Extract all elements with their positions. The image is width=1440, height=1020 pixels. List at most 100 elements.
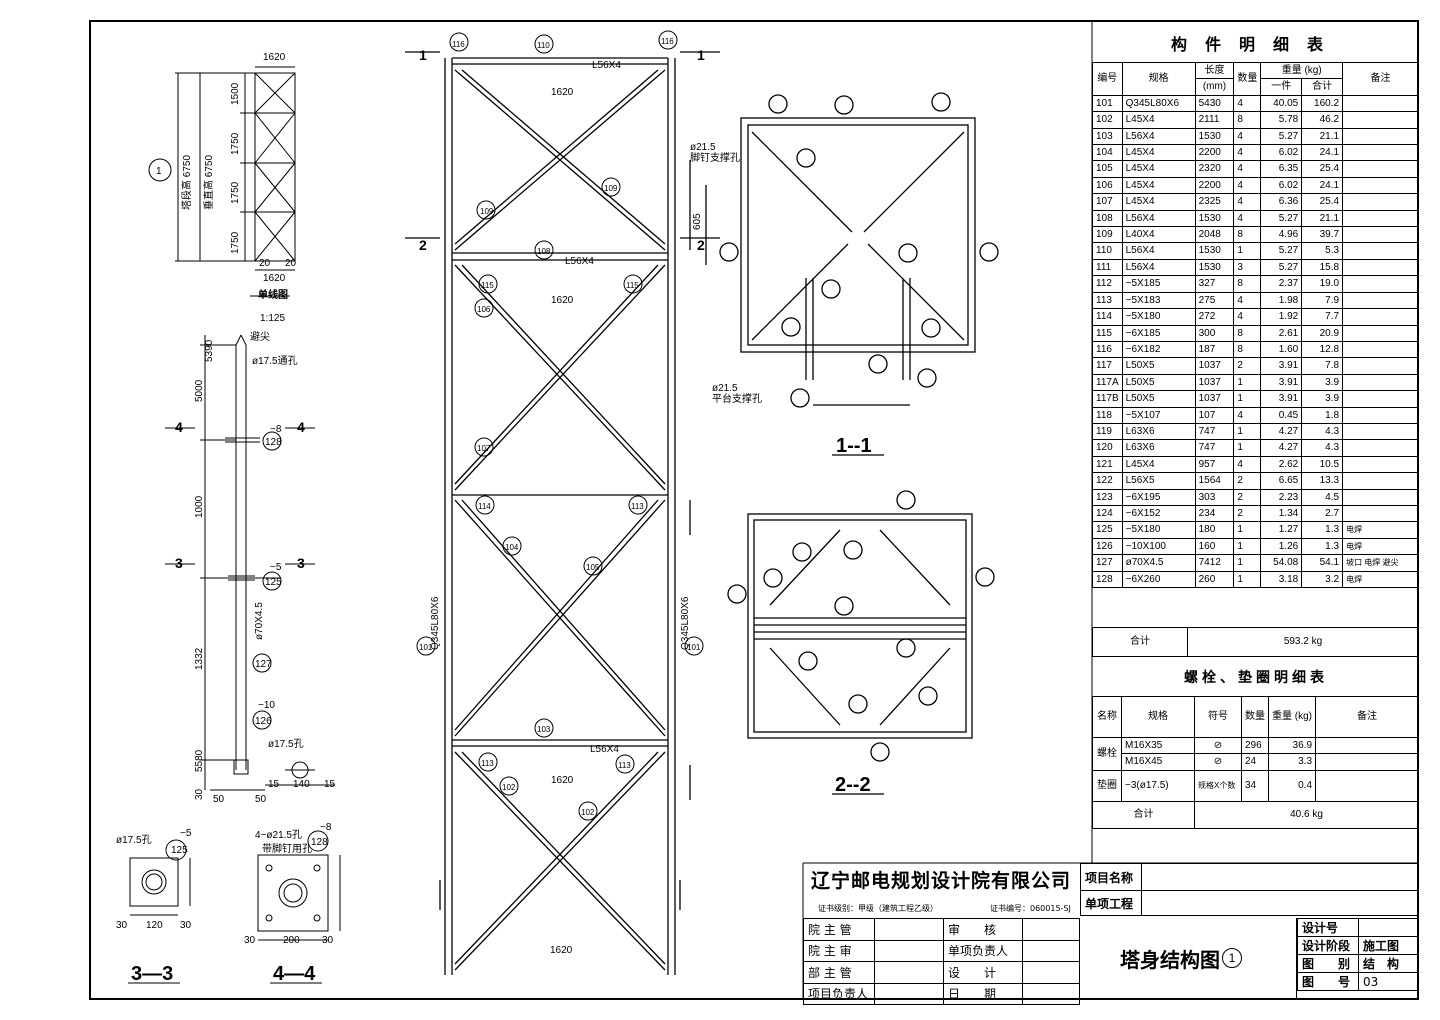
cell-weight-each: 5.27: [1260, 209, 1303, 228]
sl-width-top: 1620: [263, 52, 286, 63]
cell-length: 957: [1194, 455, 1235, 474]
pole-bottom-dim-5: 15: [324, 779, 336, 790]
cell-length: 5430: [1194, 94, 1235, 113]
section-4-4: [257, 830, 341, 984]
cell-spec: L56X5: [1121, 472, 1196, 490]
meta-drawing-no-label: 图 号: [1297, 972, 1359, 991]
cell-weight-each: 3.18: [1260, 570, 1303, 589]
sl-seg-2: 1750: [230, 132, 241, 155]
col-weight-total: 合计: [1301, 78, 1344, 96]
cell-length: 1530: [1194, 258, 1235, 277]
cell-length: 1037: [1194, 373, 1235, 392]
washer-row-weight: 0.4: [1267, 769, 1317, 802]
cell-no: 123: [1092, 488, 1123, 506]
cell-weight-each: 5.78: [1260, 111, 1303, 129]
cell-no: 127: [1092, 554, 1123, 572]
bolts-total-label: 合计: [1092, 800, 1195, 829]
elev-part-112: 113: [481, 759, 494, 768]
signature-block: 院 主 管审 核 院 主 审单项负责人 部 主 管设 计 项目负责人日 期: [803, 918, 1080, 1005]
cell-qty: 2: [1233, 488, 1262, 506]
col-spec: 规格: [1121, 62, 1196, 96]
role-mid-4: 日 期: [943, 982, 1023, 1005]
cell-weight-each: 5.27: [1260, 242, 1303, 260]
sig-left-1: [874, 918, 944, 941]
cell-spec: −6X185: [1121, 324, 1196, 342]
cell-remark: 电焊: [1342, 537, 1419, 556]
cell-weight-total: 21.1: [1301, 127, 1344, 146]
pole-top-label: 避尖: [250, 330, 270, 343]
pole-hole-bottom: ø17.5孔: [268, 738, 304, 750]
meta-category-label: 图 别: [1297, 954, 1359, 973]
cell-spec: L56X4: [1121, 127, 1196, 146]
cell-remark: [1342, 144, 1419, 162]
cell-spec: L50X5: [1121, 357, 1196, 375]
s3-part: 125: [171, 845, 188, 856]
elev-part-102-b: 102: [581, 808, 595, 817]
cell-length: 2200: [1194, 176, 1235, 195]
bolt-row-1-remark: [1315, 736, 1419, 755]
elev-panel-3: 1620: [551, 775, 574, 786]
cell-remark: [1342, 308, 1419, 326]
drawing-title: 塔身结构图: [1120, 948, 1220, 972]
pole-part-128-plate: −8: [270, 424, 282, 435]
cut-mark-3-right: 3: [297, 555, 305, 571]
cell-qty: 4: [1233, 176, 1262, 195]
cell-no: 107: [1092, 193, 1123, 211]
sl-total-height: 塔段高 6750: [180, 155, 193, 210]
cell-weight-each: 40.05: [1260, 94, 1303, 113]
cell-spec: L45X4: [1121, 176, 1196, 195]
cell-weight-total: 160.2: [1301, 94, 1344, 113]
cell-weight-each: 1.98: [1260, 291, 1303, 310]
cell-weight-total: 1.3: [1301, 521, 1344, 539]
cell-length: 1530: [1194, 209, 1235, 228]
cell-weight-each: 6.65: [1260, 472, 1303, 490]
cell-qty: 4: [1233, 160, 1262, 178]
bolts-table-title: 螺栓、垫圈明细表: [1184, 670, 1328, 686]
s3-hole: ø17.5孔: [116, 834, 152, 846]
cell-no: 103: [1092, 127, 1123, 146]
bolts-col-name: 名称: [1092, 696, 1122, 738]
cell-qty: 4: [1233, 291, 1262, 310]
pole-dim-3: 1000: [194, 495, 205, 518]
pole-part-125: 125: [265, 577, 282, 588]
washer-row-qty: 34: [1241, 769, 1269, 802]
cell-no: 121: [1092, 455, 1123, 474]
cell-weight-each: 2.37: [1260, 275, 1303, 293]
cell-spec: −5X185: [1121, 275, 1196, 293]
company-cert-no: 证书编号：060015-SJ: [990, 904, 1071, 913]
washer-row-symbol: 规格X个数: [1194, 769, 1242, 802]
cell-length: 1564: [1194, 472, 1235, 490]
cell-length: 1037: [1194, 357, 1235, 375]
elev-leg-left: Q345L80X6: [430, 596, 441, 650]
cell-weight-total: 1.8: [1301, 406, 1344, 424]
cell-length: 107: [1194, 406, 1235, 424]
elev-panel-1: 1620: [551, 87, 574, 98]
bolts-col-spec: 规格: [1121, 696, 1195, 738]
cell-qty: 1: [1233, 570, 1262, 589]
cell-no: 126: [1092, 537, 1123, 556]
cell-weight-total: 46.2: [1301, 111, 1344, 129]
pole-bottom-dim-2: 50: [255, 794, 267, 805]
cell-spec: −5X107: [1121, 406, 1196, 424]
cell-no: 109: [1092, 226, 1123, 244]
cell-spec: L50X5: [1121, 390, 1196, 408]
col-length-unit: (mm): [1194, 78, 1235, 96]
cut-mark-4-right: 4: [297, 419, 305, 435]
components-total-label: 合计: [1092, 627, 1188, 657]
cell-no: 119: [1092, 422, 1123, 441]
sl-mark: 1: [156, 166, 162, 177]
cell-length: 1037: [1194, 390, 1235, 408]
cell-spec: ø70X4.5: [1121, 554, 1196, 572]
cell-remark: [1342, 127, 1419, 146]
cell-spec: −6X152: [1121, 504, 1196, 523]
cell-weight-total: 2.7: [1301, 504, 1344, 523]
cell-weight-total: 4.3: [1301, 439, 1344, 457]
